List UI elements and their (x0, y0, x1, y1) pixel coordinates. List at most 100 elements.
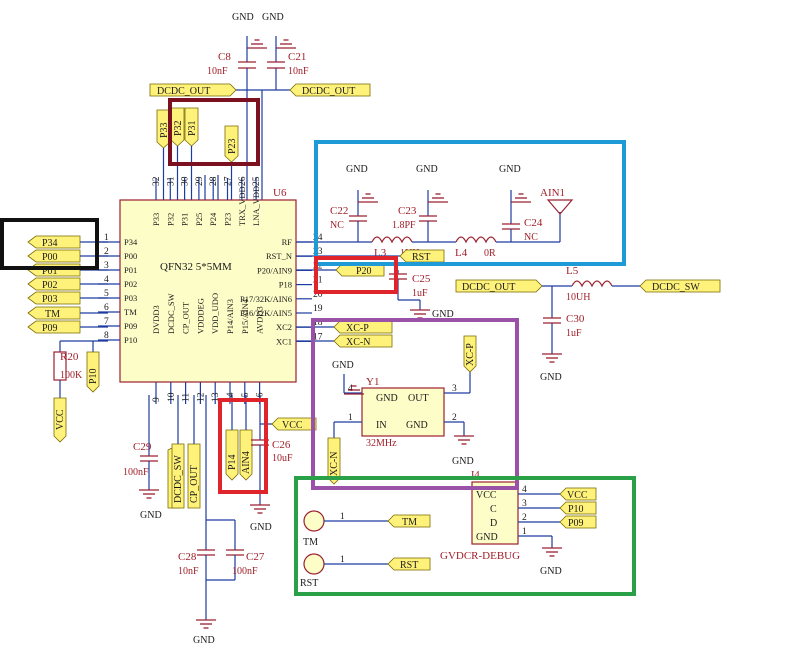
chip-top-pin-num: 26 (238, 176, 248, 186)
chip-top-pins: 32P3331P3230P3129P2528P2427P2326TRX_VDD2… (151, 176, 262, 226)
net-dcdc-sw: DCDC_SW (173, 455, 184, 503)
crystal-section: XC-P XC-N Y1 GND OUT IN GND 32MHz 4 GND … (296, 320, 477, 485)
chip-top-pin-num: 27 (224, 176, 234, 186)
chip-bottom-pin-name: DCDC_SW (166, 293, 176, 334)
gnd-label: GND (193, 635, 215, 646)
connector-pin-num: 1 (522, 527, 527, 537)
chip-right-pin-name: RF (282, 237, 293, 247)
chip-right-pin-name: XC1 (276, 336, 292, 346)
chip-top-pin-num: 31 (166, 176, 176, 186)
tp-tm-label: TM (303, 537, 318, 548)
chip-right-pin-name: P18 (279, 280, 292, 290)
crystal-pin-num: 3 (452, 384, 457, 394)
c26-value: 10uF (272, 453, 293, 464)
c25-ref: C25 (412, 273, 431, 285)
chip-bottom-pin-name: AVDD3 (255, 306, 265, 334)
gnd-label: GND (540, 566, 562, 577)
chip-right-pin-name: RST_N (266, 251, 292, 261)
net-p03: P03 (42, 294, 58, 305)
net-p09: P09 (42, 323, 58, 334)
net-vcc: VCC (55, 409, 66, 430)
c8-value: 10nF (207, 66, 228, 77)
net-p32: P32 (173, 120, 184, 136)
net-tm: TM (45, 309, 60, 320)
chip-right-pin-num: 18 (313, 318, 323, 328)
chip-left-pin-num: 2 (104, 247, 109, 257)
bottom-section: C29 100nF GND DCDC_SW CP_OUT GND C28 10n… (123, 395, 317, 646)
net-p02: P02 (42, 280, 58, 291)
c21-ref: C21 (288, 51, 306, 63)
chip-top-pin-name: P24 (208, 212, 218, 226)
chip-right-pin-num: 19 (313, 304, 323, 314)
chip-ref: U6 (273, 187, 287, 199)
rf-section: AIN1 L3 1NH L4 0R GND C22 NC GND C23 1.8… (296, 164, 574, 320)
chip-top-pin-num: 28 (209, 176, 219, 186)
c21-value: 10nF (288, 66, 309, 77)
net-p20: P20 (356, 266, 372, 277)
gnd-label: GND (540, 372, 562, 383)
c27-ref: C27 (246, 551, 265, 563)
connector-pin-vcc: VCC (476, 490, 497, 501)
gnd-label: GND (232, 12, 254, 23)
highlight-box-red-top (314, 256, 398, 294)
net-tm: TM (402, 517, 417, 528)
chip-top-pin-name: LNA_VDD (251, 186, 261, 226)
dcdc-section: DCDC_OUT DCDC_SW L5 10UH C30 1uF GND (455, 265, 721, 383)
connector-pin-num: 4 (522, 485, 527, 495)
chip-right-pin-num: 17 (313, 332, 323, 342)
highlight-box-green (294, 476, 636, 596)
crystal-ref: Y1 (366, 376, 379, 388)
net-vcc: VCC (567, 490, 588, 501)
tp-rst-label: RST (300, 578, 318, 589)
chip-bottom-pin-name: CP_OUT (181, 301, 191, 334)
chip-left-pin-num: 7 (104, 317, 109, 327)
chip-bottom-pin-num: 9 (152, 397, 162, 402)
net-p01: P01 (42, 266, 58, 277)
net-xc-n: XC-N (329, 452, 340, 476)
chip-top-pin-name: P25 (194, 213, 204, 226)
top-pin-tags: P33 P32 P31 P23 (156, 107, 239, 200)
chip-bottom-pin-num: 14 (226, 392, 236, 402)
net-rst: RST (400, 560, 418, 571)
l5-ref: L5 (566, 265, 579, 277)
chip-left-pin-name: P01 (124, 265, 137, 275)
chip-bottom-pin-name: DVDD3 (151, 305, 161, 334)
chip-left-pin-name: TM (124, 307, 137, 317)
net-p33: P33 (159, 122, 170, 138)
chip-top-pin-name: TRX_VDD (237, 186, 247, 226)
chip-top-pin-num: 32 (152, 176, 162, 186)
c22-ref: C22 (330, 205, 348, 217)
net-ain4: AIN4 (241, 451, 252, 474)
gnd-label: GND (140, 510, 162, 521)
crystal-pin-num: 4 (348, 384, 353, 394)
net-xc-p: XC-P (346, 323, 369, 334)
chip-right-pin-name: P17/32K/AIN6 (240, 294, 292, 304)
chip-left-pin-name: P03 (124, 293, 137, 303)
highlight-box-maroon (168, 98, 260, 166)
chip-left-pin-num: 4 (104, 275, 109, 285)
chip-top-pin-name: P23 (223, 213, 233, 226)
chip-right-pin-name: P16/32K/AIN5 (240, 308, 292, 318)
gnd-label: GND (452, 456, 474, 467)
net-p10: P10 (88, 368, 99, 384)
tp-pin-num: 1 (340, 512, 345, 522)
highlight-box-red-bottom (218, 398, 268, 494)
net-cp-out: CP_OUT (189, 465, 200, 503)
chip-left-pin-name: P34 (124, 237, 138, 247)
crystal-pin-out: OUT (408, 393, 429, 404)
l4-value: 0R (484, 248, 496, 259)
c30-value: 1uF (566, 328, 582, 339)
highlight-box-black (0, 218, 99, 270)
top-decoupling: GND GND C8 10nF C21 10nF DCDC_OUT DCDC_O… (149, 12, 371, 200)
chip-bottom-pin-name: P14/AIN3 (225, 299, 235, 334)
gnd-label: GND (346, 164, 368, 175)
c24-ref: C24 (524, 217, 543, 229)
chip-bottom-pin-num: 11 (182, 393, 192, 402)
c29-ref: C29 (133, 441, 152, 453)
crystal-pin-gnd: GND (376, 393, 398, 404)
chip-left-pin-num: 1 (104, 233, 109, 243)
c24-value: NC (524, 232, 538, 243)
net-dcdc-out: DCDC_OUT (157, 86, 210, 97)
net-p10: P10 (568, 504, 584, 515)
chip-left-pin-num: 5 (104, 289, 109, 299)
